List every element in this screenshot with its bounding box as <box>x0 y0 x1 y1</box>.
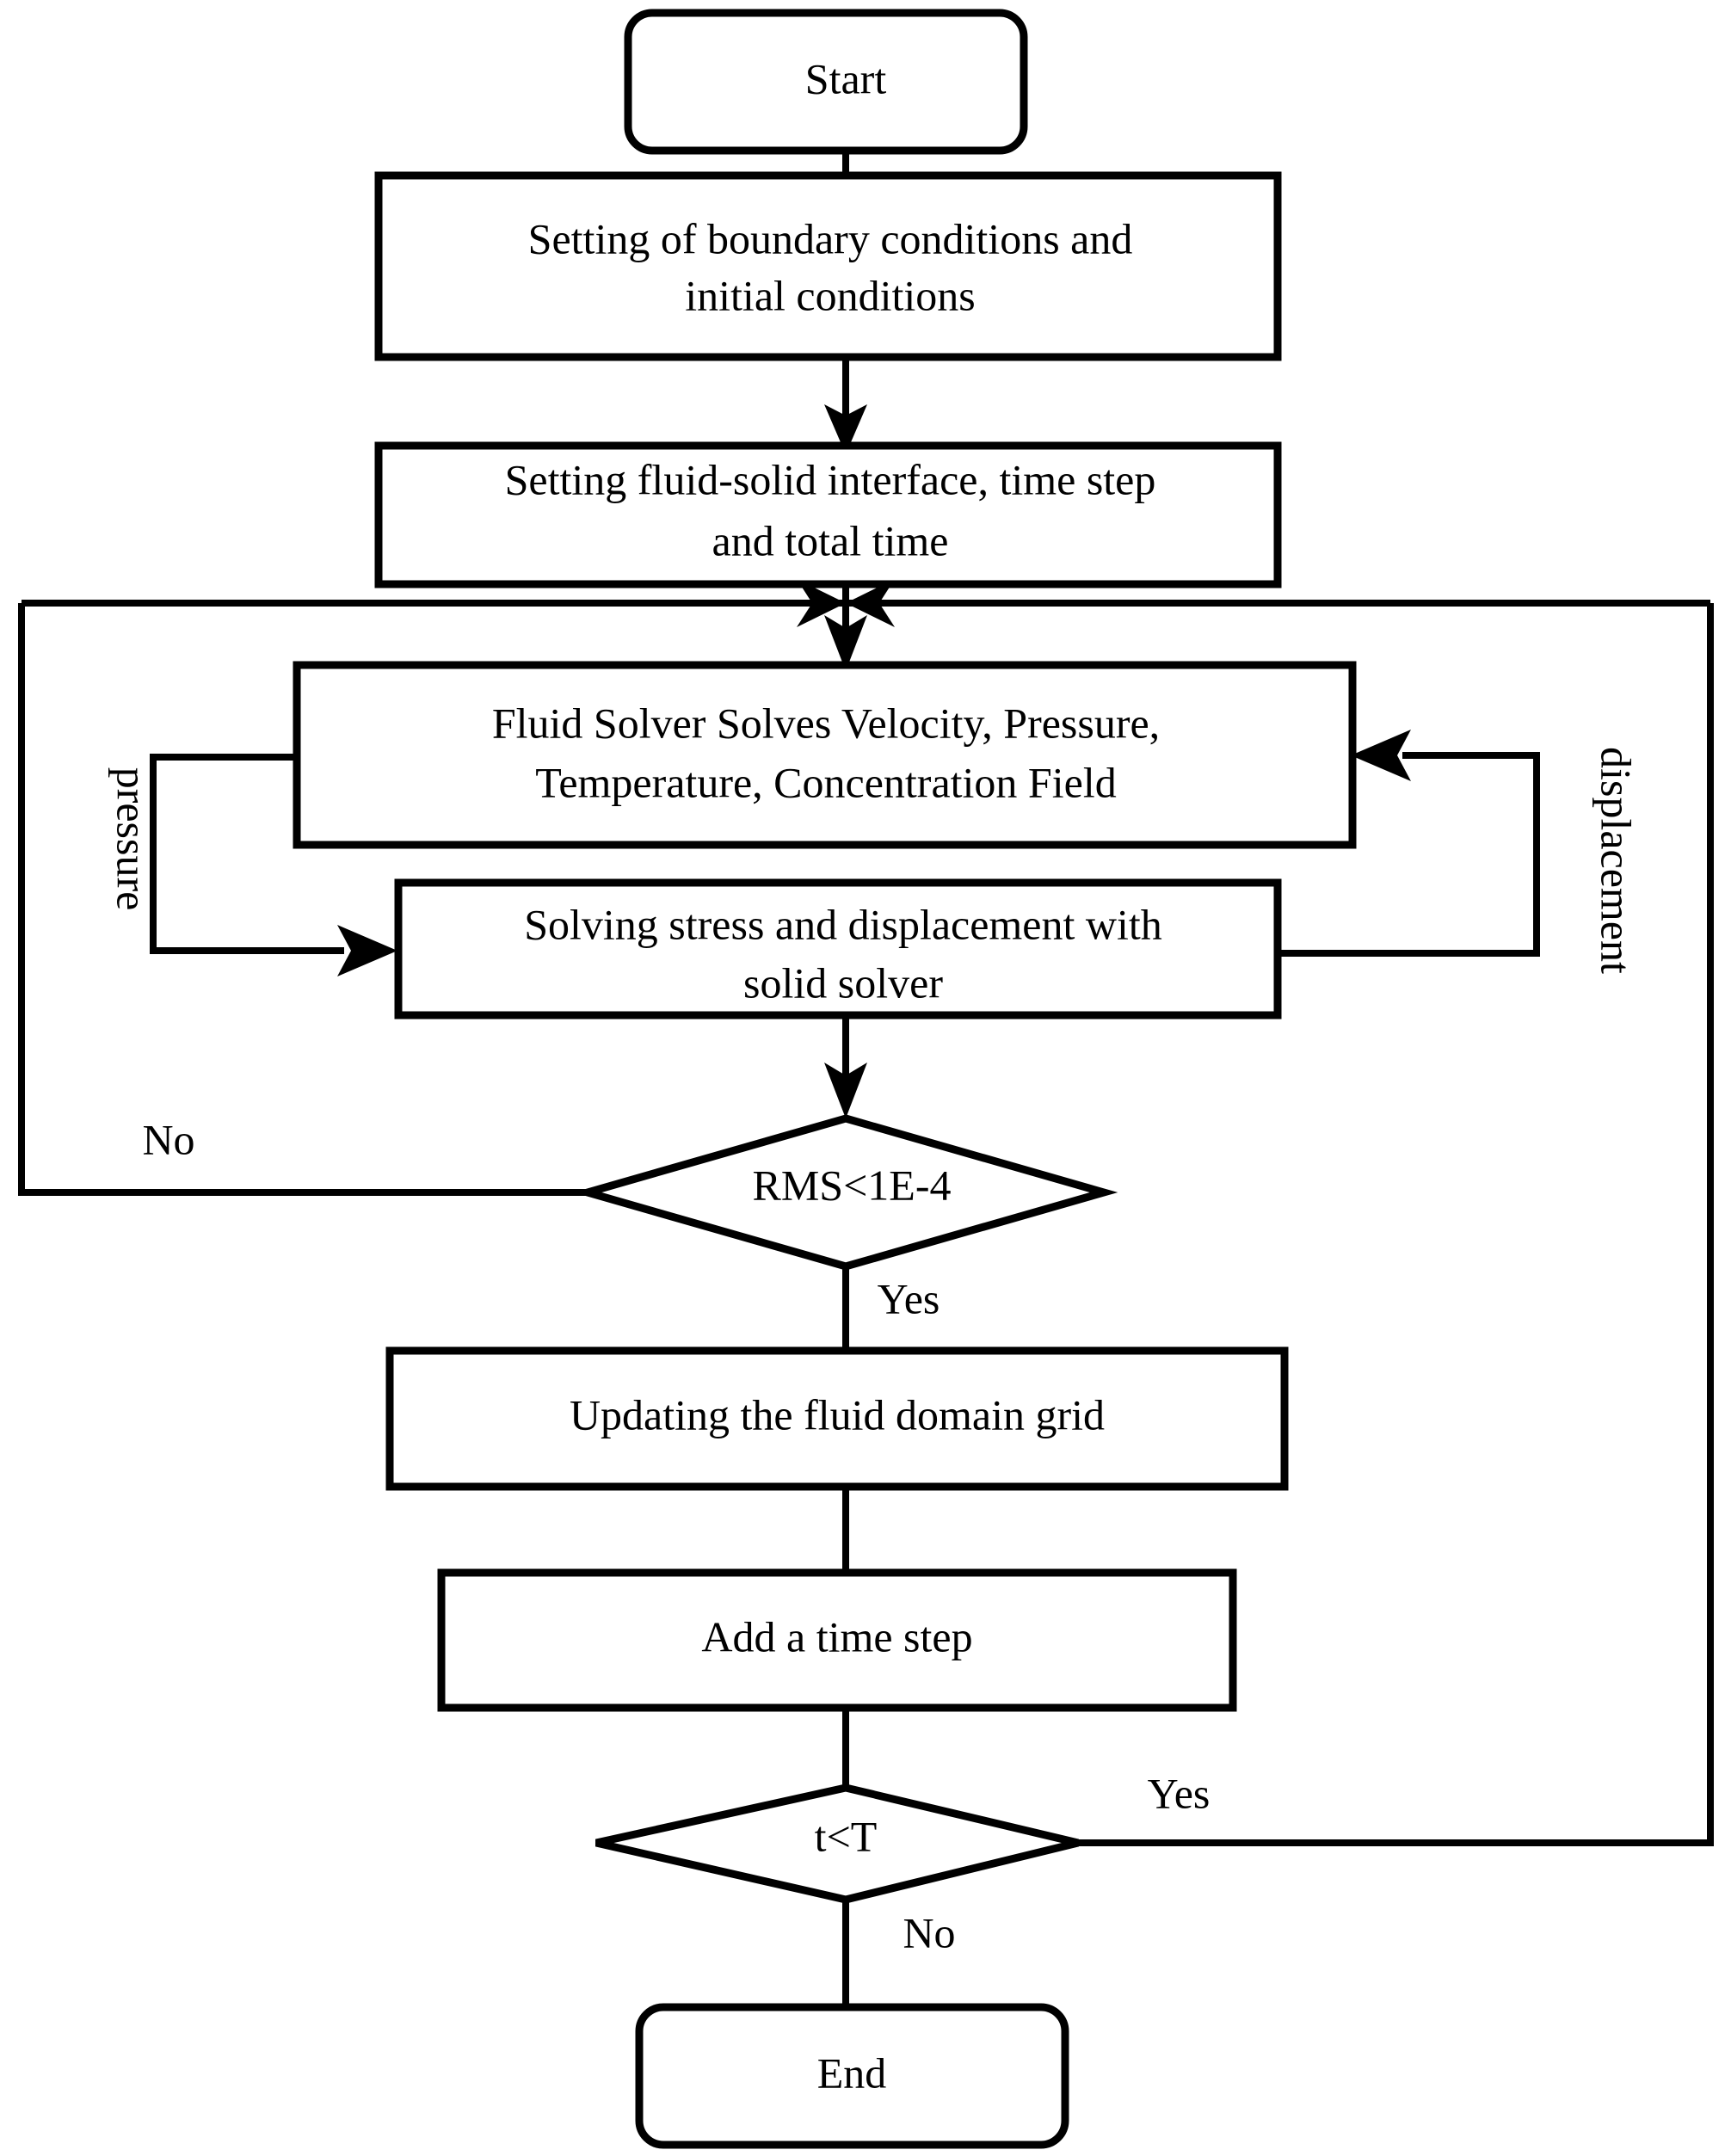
svg-text:No: No <box>903 1908 955 1956</box>
node-fluid-solver[interactable]: Fluid Solver Solves Velocity, Pressure, … <box>293 661 1357 849</box>
node-solid-solver[interactable]: Solving stress and displacement with sol… <box>394 878 1282 1019</box>
node-time-decision[interactable]: t<T <box>595 1783 1080 1904</box>
node-start-label: Start <box>805 54 887 102</box>
node-add-time-step[interactable]: Add a time step <box>437 1568 1237 1712</box>
node-rms-decision-label: RMS<1E-4 <box>752 1161 951 1209</box>
svg-text:displacement: displacement <box>1593 747 1641 974</box>
connector-time-yes-loop <box>1079 603 1714 1846</box>
node-boundary-label-line2: initial conditions <box>685 271 975 319</box>
node-update-grid[interactable]: Updating the fluid domain grid <box>385 1346 1289 1491</box>
junction-arrow-from-right <box>846 579 895 627</box>
node-end-label: End <box>817 2048 887 2097</box>
svg-text:pressure: pressure <box>108 767 157 911</box>
edge-label-time-no: No <box>903 1908 955 1956</box>
connector-pressure-loop <box>150 754 397 976</box>
connector-junction-to-fluid-solver <box>824 603 867 671</box>
node-rms-decision[interactable]: RMS<1E-4 <box>573 1114 1118 1271</box>
junction-arrow-from-left <box>797 579 846 627</box>
edge-label-rms-no: No <box>142 1115 194 1163</box>
connector-displacement-loop <box>1278 730 1540 957</box>
node-boundary-label-line1: Setting of boundary conditions and <box>528 214 1133 262</box>
node-interface-label-line2: and total time <box>712 516 949 564</box>
svg-text:Yes: Yes <box>1148 1769 1211 1817</box>
edge-label-displacement: displacement <box>1593 747 1641 974</box>
node-update-grid-label: Updating the fluid domain grid <box>570 1390 1105 1438</box>
edge-label-time-yes: Yes <box>1148 1769 1211 1817</box>
node-interface-timestep[interactable]: Setting fluid-solid interface, time step… <box>374 441 1282 588</box>
edge-label-rms-yes: Yes <box>878 1274 940 1322</box>
node-start[interactable]: Start <box>624 9 1028 155</box>
node-interface-label-line1: Setting fluid-solid interface, time step <box>505 455 1156 503</box>
node-add-time-step-label: Add a time step <box>701 1612 972 1660</box>
node-fluid-solver-label-line1: Fluid Solver Solves Velocity, Pressure, <box>492 699 1160 747</box>
node-solid-solver-label-line2: solid solver <box>743 958 943 1007</box>
connector-boundary-to-interface <box>824 357 867 454</box>
connector-rms-no-loop <box>18 603 593 1196</box>
edge-label-pressure: pressure <box>108 767 157 911</box>
node-fluid-solver-label-line2: Temperature, Concentration Field <box>535 758 1116 806</box>
connector-solid-to-rms <box>824 1015 867 1118</box>
node-end[interactable]: End <box>635 2003 1069 2149</box>
svg-text:No: No <box>142 1115 194 1163</box>
node-time-decision-label: t<T <box>815 1812 878 1860</box>
node-solid-solver-label-line1: Solving stress and displacement with <box>524 900 1162 948</box>
svg-text:Yes: Yes <box>878 1274 940 1322</box>
node-boundary-initial-conditions[interactable]: Setting of boundary conditions and initi… <box>374 171 1282 361</box>
